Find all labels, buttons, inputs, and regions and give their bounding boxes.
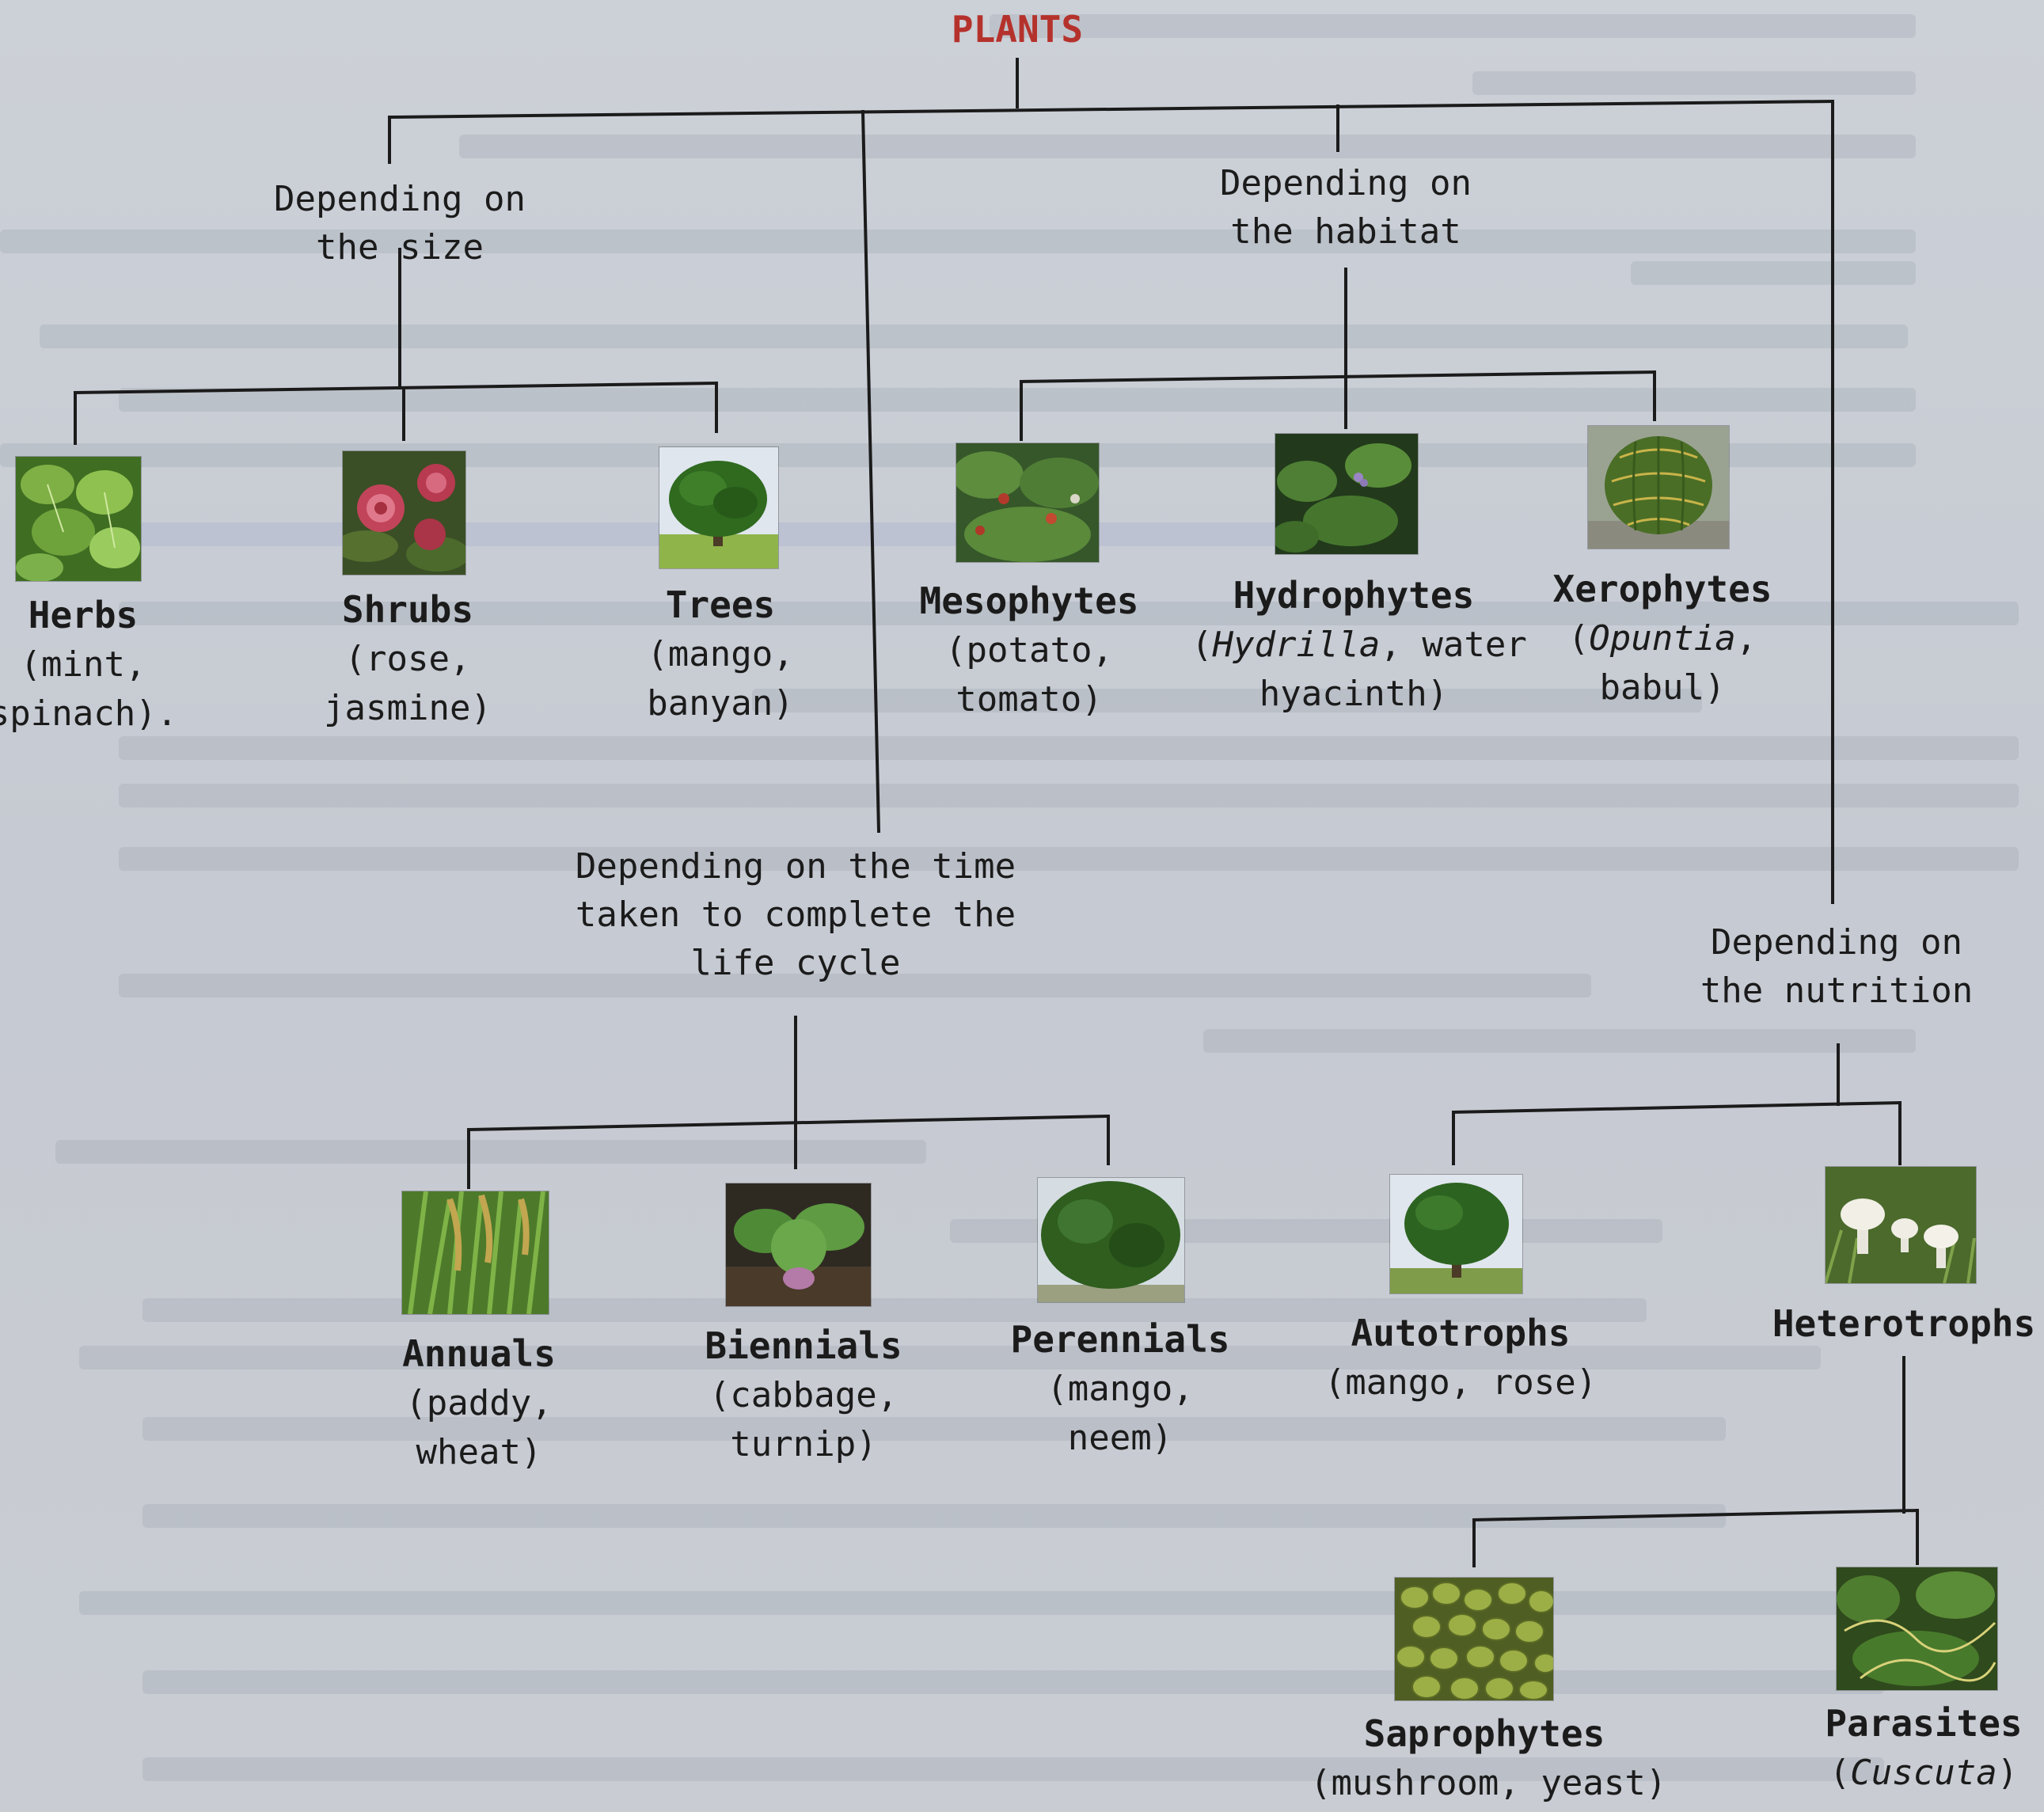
biennials-node: Biennials (cabbage, turnip): [681, 1320, 926, 1469]
diagram-title: PLANTS: [951, 8, 1084, 51]
annuals-examples-line-2: wheat): [416, 1432, 542, 1472]
hydrophytes-examples-line-2: hyacinth): [1259, 674, 1449, 714]
perennials-node: Perennials (mango, neem): [997, 1314, 1243, 1463]
water-hyacinth-photo: [1275, 434, 1418, 554]
life-cycle-label-line-1: Depending on the time: [575, 846, 1016, 887]
neem-tree-photo: [1038, 1178, 1184, 1302]
nutrition-category-label: Depending on the nutrition: [1678, 918, 1995, 1015]
shrubs-node: Shrubs (rose, jasmine): [289, 584, 526, 733]
tree-photo: [659, 447, 778, 568]
herbs-node: Herbs (mint, spinach).: [0, 590, 198, 739]
life-cycle-category-label: Depending on the time taken to complete …: [558, 842, 1033, 987]
annuals-node: Annuals (paddy, wheat): [360, 1328, 598, 1477]
heterotrophs-name: Heterotrophs: [1772, 1302, 2036, 1345]
saprophytes-node: Saprophytes (mushroom, yeast): [1310, 1708, 1667, 1808]
trees-node: Trees (mango, banyan): [602, 579, 839, 728]
trees-name: Trees: [665, 583, 776, 626]
trees-examples-line-1: (mango,: [647, 634, 794, 674]
mesophytes-name: Mesophytes: [919, 579, 1139, 622]
habitat-label-line-1: Depending on: [1220, 163, 1472, 203]
perennials-examples-line-2: neem): [1067, 1418, 1173, 1458]
perennials-name: Perennials: [1010, 1318, 1230, 1361]
cuscuta-photo: [1837, 1567, 1997, 1690]
hydrophytes-node: Hydrophytes (Hydrilla, water hyacinth): [1191, 570, 1527, 719]
nutrition-label-line-2: the nutrition: [1700, 971, 1974, 1011]
herbs-examples-line-2: spinach).: [0, 693, 178, 734]
saprophytes-name: Saprophytes: [1363, 1712, 1605, 1755]
mesophytes-node: Mesophytes (potato, tomato): [906, 576, 1152, 724]
garden-plants-photo: [956, 443, 1099, 562]
hydrophytes-name: Hydrophytes: [1233, 574, 1475, 617]
herbs-examples-line-1: (mint,: [20, 644, 146, 685]
life-cycle-label-line-3: life cycle: [690, 943, 901, 983]
autotrophs-examples: (mango, rose): [1324, 1362, 1598, 1403]
saprophytes-examples: (mushroom, yeast): [1310, 1763, 1667, 1803]
annuals-name: Annuals: [402, 1332, 556, 1375]
biennials-examples-line-2: turnip): [730, 1424, 877, 1464]
hydrophytes-example-rest: , water: [1380, 625, 1527, 665]
autotrophs-name: Autotrophs: [1351, 1312, 1571, 1354]
hydrophytes-examples-line-1: (Hydrilla, water: [1191, 625, 1527, 665]
size-category-label: Depending on the size: [241, 175, 558, 272]
nutrition-label-line-1: Depending on: [1711, 922, 1962, 963]
habitat-category-label: Depending on the habitat: [1187, 159, 1504, 256]
xerophytes-node: Xerophytes (Opuntia, babul): [1532, 564, 1793, 712]
autotrophs-node: Autotrophs (mango, rose): [1318, 1308, 1603, 1407]
xerophytes-examples-line-1: (Opuntia,: [1567, 618, 1757, 659]
shrubs-examples-line-1: (rose,: [344, 639, 471, 679]
mesophytes-examples-line-2: tomato): [956, 679, 1103, 720]
xerophytes-examples-line-2: babul): [1599, 667, 1726, 708]
herbs-name: Herbs: [28, 594, 139, 636]
mushroom-photo: [1826, 1167, 1976, 1283]
habitat-label-line-2: the habitat: [1230, 211, 1461, 252]
annuals-examples-line-1: (paddy,: [405, 1383, 553, 1423]
biennials-examples-line-1: (cabbage,: [709, 1375, 899, 1415]
parasites-italic-example: Cuscuta: [1850, 1753, 1997, 1793]
xerophytes-name: Xerophytes: [1552, 568, 1772, 610]
hydrophytes-italic-example: Hydrilla: [1212, 625, 1381, 665]
xerophytes-italic-example: Opuntia: [1589, 618, 1736, 659]
shrubs-examples-line-2: jasmine): [324, 688, 492, 728]
life-cycle-label-line-2: taken to complete the: [575, 895, 1016, 935]
perennials-examples-line-1: (mango,: [1047, 1369, 1194, 1409]
yeast-photo: [1395, 1578, 1553, 1700]
herb-photo: [16, 457, 141, 581]
mango-tree-photo: [1390, 1175, 1522, 1293]
mesophytes-examples-line-1: (potato,: [945, 630, 1113, 670]
parasites-name: Parasites: [1825, 1702, 2023, 1745]
parasites-node: Parasites (Cuscuta): [1805, 1698, 2042, 1798]
heterotrophs-node: Heterotrophs: [1761, 1298, 2044, 1349]
biennials-name: Biennials: [705, 1324, 902, 1367]
rose-shrub-photo: [343, 451, 465, 575]
parasites-examples: (Cuscuta): [1829, 1753, 2019, 1793]
cactus-photo: [1588, 426, 1729, 549]
paddy-photo: [402, 1191, 549, 1314]
size-label-line-1: Depending on: [274, 179, 526, 219]
shrubs-name: Shrubs: [341, 588, 474, 631]
turnip-photo: [726, 1183, 871, 1306]
size-label-line-2: the size: [316, 227, 484, 268]
xerophytes-example-rest: ,: [1735, 618, 1757, 659]
trees-examples-line-2: banyan): [647, 683, 794, 724]
